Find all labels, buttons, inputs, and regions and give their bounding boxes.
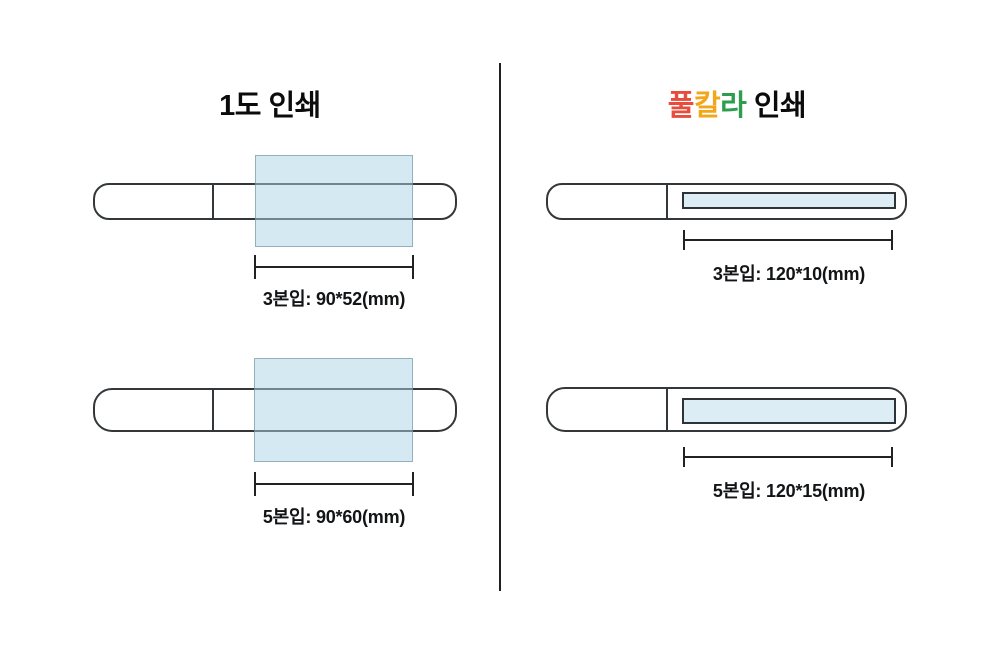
left-section-title: 1도 인쇄 [219, 90, 321, 122]
pen-cap-seam-line [666, 184, 668, 219]
size-label-left-5pack: 5본입: 90*60(mm) [262, 507, 406, 527]
dimension-line-left-3pack [254, 255, 414, 279]
size-label-right-5pack: 5본입: 120*15(mm) [712, 481, 866, 501]
dimension-line-right-3pack [683, 230, 893, 250]
title-char-green: 라 [720, 90, 747, 122]
title-text-black: 인쇄 [746, 90, 807, 122]
print-strip-right-5pack [682, 398, 896, 424]
dimension-line-right-5pack [683, 447, 893, 467]
right-section-title: 풀칼라 인쇄 [587, 82, 887, 124]
section-divider-line [499, 63, 501, 591]
size-label-left-3pack: 3본입: 90*52(mm) [262, 289, 406, 309]
pen-cap-seam-line [212, 184, 214, 219]
print-area-overlay-left-3pack [255, 155, 413, 247]
pen-cap-seam-line [666, 388, 668, 431]
print-strip-right-3pack [682, 192, 896, 209]
dimension-line-left-5pack [254, 472, 414, 496]
size-label-right-3pack: 3본입: 120*10(mm) [712, 264, 866, 284]
title-char-red: 풀 [667, 90, 695, 122]
print-area-overlay-left-5pack [254, 358, 413, 462]
pen-cap-seam-line [212, 389, 214, 431]
title-char-orange: 칼 [693, 90, 721, 122]
